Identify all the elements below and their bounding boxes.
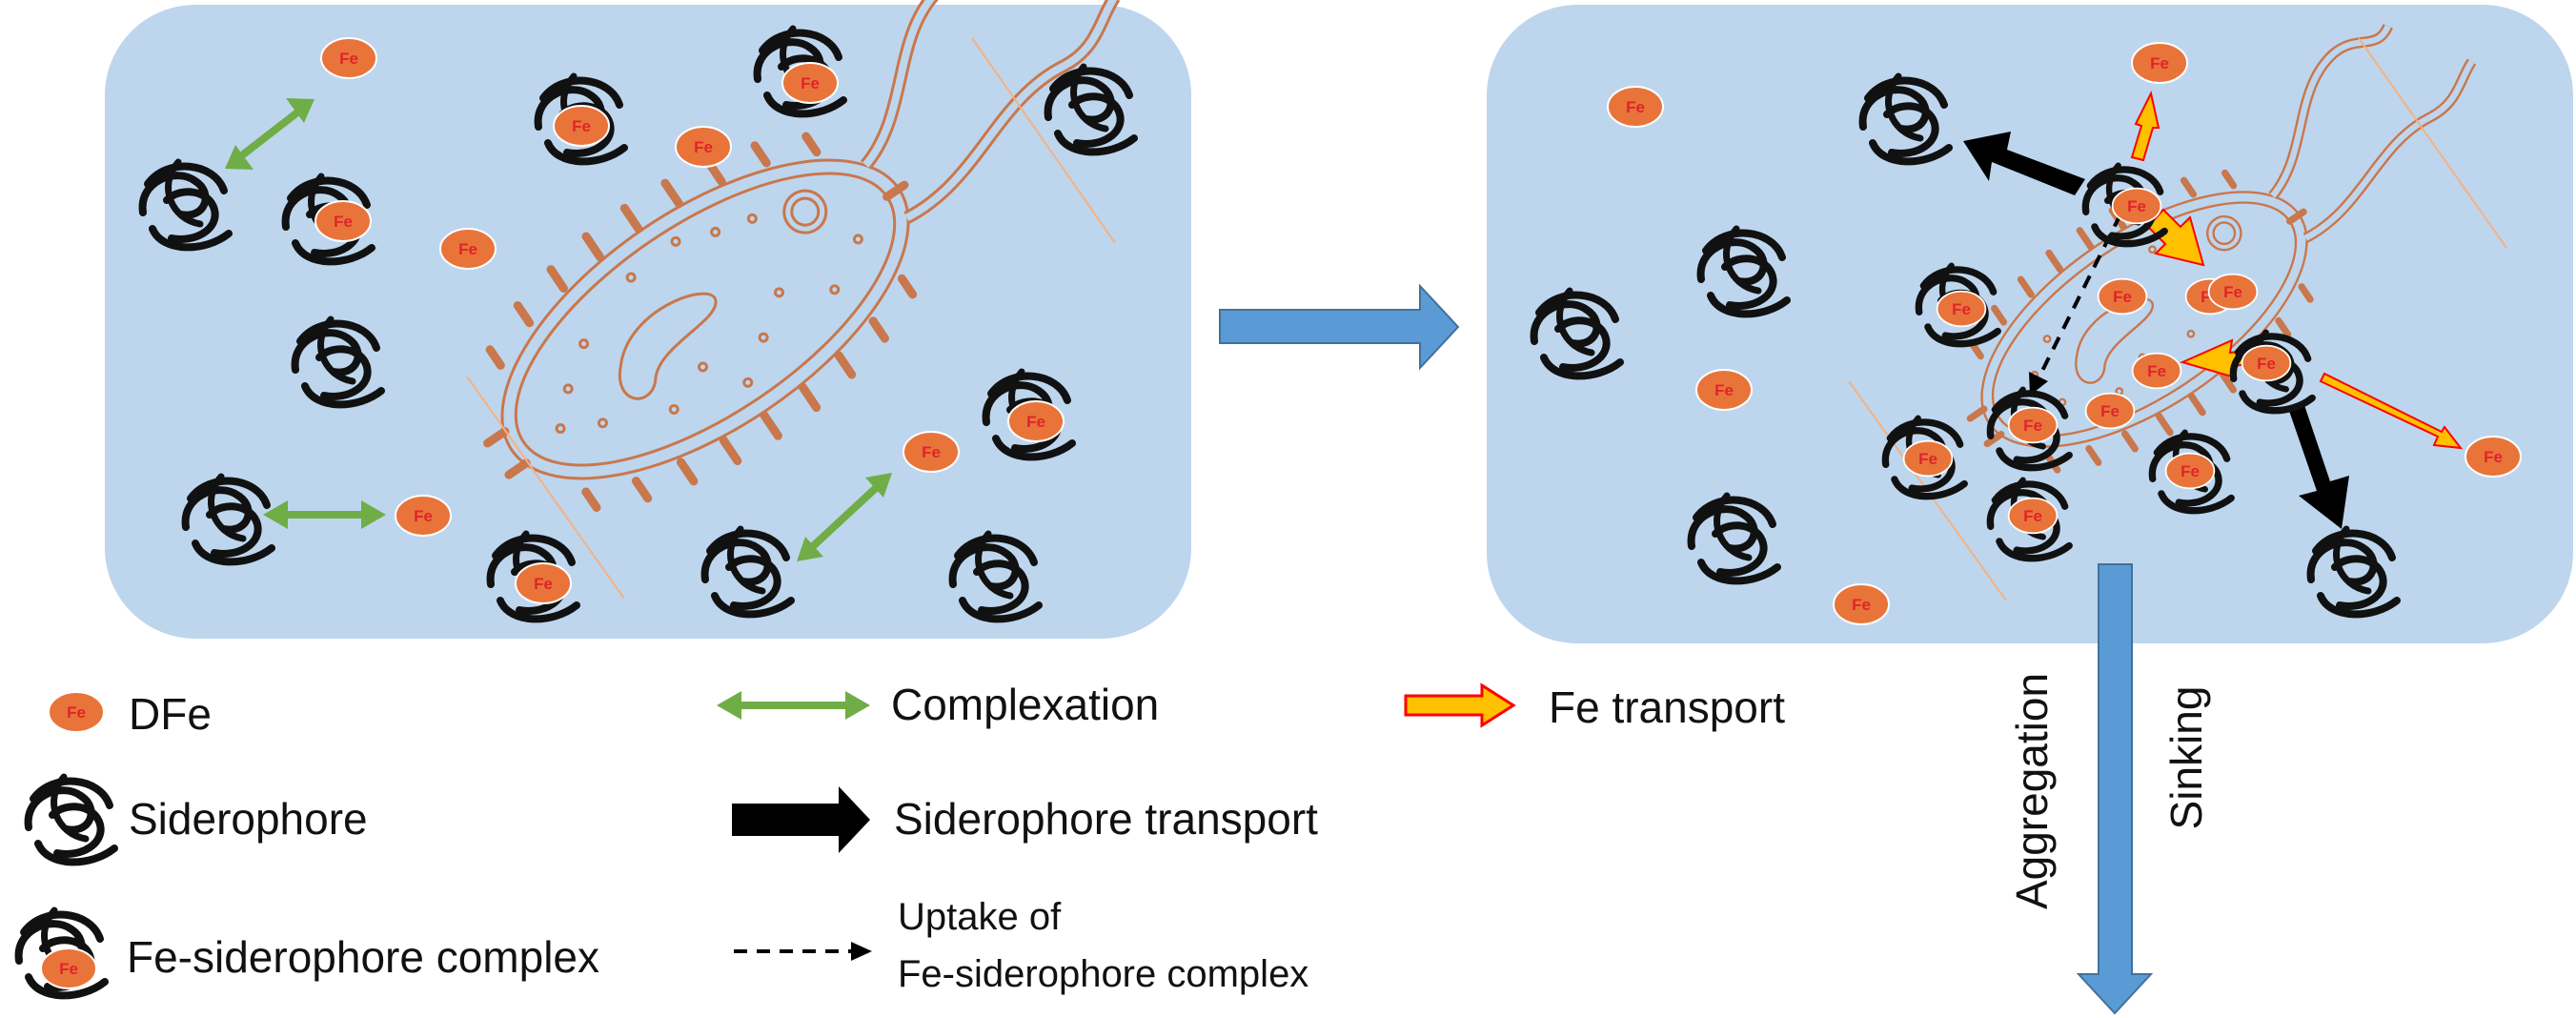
dfe-icon: Fe (675, 126, 732, 168)
cell-boundary-line (971, 37, 1116, 244)
dfe-icon: Fe (2207, 273, 2259, 311)
dfe-icon: Fe (48, 691, 105, 733)
fe-siderophore-complex-icon: Fe (491, 534, 577, 619)
svg-text:Fe: Fe (1852, 596, 1871, 614)
complexation-arrow (225, 98, 314, 170)
fe-transport-arrow (2319, 372, 2464, 450)
fe-transport-arrow (2146, 208, 2205, 267)
svg-text:Fe: Fe (1952, 300, 1971, 318)
svg-text:Fe: Fe (2484, 448, 2503, 466)
siderophore-transport-arrow (2289, 405, 2349, 529)
legend: Fe DFe Siderophore Fe Fe-siderophore com… (19, 680, 1785, 995)
fe-siderophore-complex-icon: Fe (758, 29, 843, 113)
legend-dfe-label: DFe (129, 689, 212, 739)
svg-text:Fe: Fe (2150, 54, 2169, 72)
svg-text:Fe: Fe (534, 575, 553, 593)
svg-text:Fe: Fe (334, 213, 353, 231)
dfe-icon: Fe (2464, 436, 2522, 478)
svg-text:Fe: Fe (2223, 283, 2242, 301)
panel-after (1487, 5, 2573, 643)
svg-text:Fe: Fe (2023, 507, 2042, 525)
svg-text:Fe: Fe (2180, 462, 2200, 480)
legend-uptake-label-2: Fe-siderophore complex (898, 953, 1308, 995)
siderophore-icon (29, 777, 114, 862)
svg-text:Fe: Fe (1026, 413, 1045, 431)
dfe-icon: Fe (2097, 277, 2148, 316)
dfe-icon: Fe (2131, 42, 2188, 84)
svg-text:Fe: Fe (1714, 381, 1734, 399)
aggregation-label: Aggregation (2007, 673, 2057, 909)
dfe-icon: Fe (1607, 86, 1664, 128)
svg-text:Fe: Fe (1626, 98, 1645, 116)
fe-siderophore-complex-icon: Fe (538, 76, 624, 161)
svg-text:Fe: Fe (59, 960, 78, 978)
fe-siderophore-complex-icon: Fe (986, 372, 1072, 457)
fe-siderophore-complex-icon: Fe (286, 176, 372, 261)
siderophore-transport-arrow (1963, 132, 2085, 195)
fe-siderophore-complex-icon: Fe (2085, 166, 2164, 244)
dfe-icon: Fe (2131, 352, 2182, 390)
cell-boundary-line (2358, 37, 2507, 249)
svg-text:Fe: Fe (922, 443, 941, 461)
legend-uptake-arrow (734, 942, 872, 961)
legend-uptake-label-1: Uptake of (898, 896, 1062, 938)
fe-siderophore-complex-icon: Fe (1885, 418, 1964, 497)
panel-before (105, 5, 1191, 639)
fe-siderophore-complex-icon: Fe (2233, 333, 2312, 411)
legend-fe-transport-arrow (1404, 682, 1516, 728)
dfe-icon: Fe (395, 495, 452, 537)
svg-text:Fe: Fe (801, 74, 820, 92)
sinking-arrow (2076, 563, 2154, 1015)
svg-text:Fe: Fe (572, 117, 591, 135)
dfe-icon: Fe (320, 37, 377, 79)
time-progression-arrow (1219, 283, 1460, 371)
svg-text:Fe: Fe (2127, 197, 2146, 215)
legend-complexation-arrow (717, 691, 870, 720)
dfe-icon: Fe (903, 431, 960, 473)
svg-text:Fe: Fe (2147, 362, 2166, 380)
dfe-icon: Fe (1833, 583, 1890, 625)
fe-siderophore-complex-icon: Fe (1918, 266, 1998, 344)
legend-siderophore-label: Siderophore (129, 794, 368, 844)
sinking-label: Sinking (2161, 686, 2211, 830)
legend-siderophore-transport-label: Siderophore transport (894, 794, 1318, 844)
legend-fe-transport-label: Fe transport (1549, 682, 1785, 732)
legend-complexation-label: Complexation (891, 680, 1159, 729)
svg-text:Fe: Fe (2023, 417, 2042, 435)
complexation-arrow (263, 500, 386, 529)
bacterium-icon (483, 0, 1121, 513)
svg-text:Fe: Fe (2113, 288, 2132, 306)
complexation-arrow (797, 473, 892, 561)
legend-siderophore-transport-arrow (732, 786, 870, 853)
svg-text:Fe: Fe (1918, 450, 1937, 468)
dfe-icon: Fe (439, 228, 497, 270)
legend-complex-label: Fe-siderophore complex (127, 932, 599, 982)
svg-text:Fe: Fe (2257, 355, 2276, 373)
bacterium-icon (1966, 23, 2477, 474)
fe-siderophore-complex-icon: Fe (2152, 433, 2231, 511)
cell-boundary-line (466, 376, 625, 600)
fe-siderophore-complex-icon: Fe (1990, 480, 2069, 559)
fe-siderophore-complex-icon: Fe (19, 910, 105, 995)
svg-text:Fe: Fe (694, 138, 713, 156)
dfe-icon: Fe (1695, 369, 1753, 411)
svg-text:Fe: Fe (458, 240, 477, 258)
dfe-icon: Fe (2084, 392, 2136, 430)
fe-siderophore-complex-icon: Fe (1990, 390, 2069, 468)
svg-text:Fe: Fe (2100, 402, 2120, 420)
fe-transport-arrow (2130, 91, 2160, 162)
svg-text:Fe: Fe (67, 703, 86, 722)
svg-text:Fe: Fe (339, 50, 358, 68)
svg-text:Fe: Fe (414, 507, 433, 525)
